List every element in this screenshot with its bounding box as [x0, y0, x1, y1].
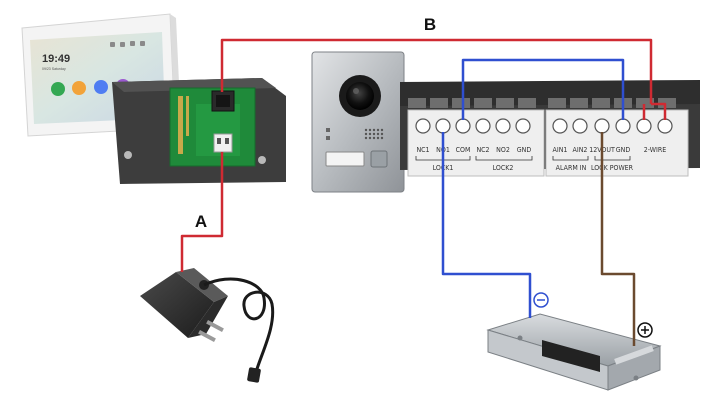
label-nc2: NC2	[476, 146, 489, 154]
label-nc1: NC1	[416, 146, 429, 154]
screw-com	[455, 118, 471, 134]
adapter-plug-pin-1	[198, 330, 216, 342]
call-app-icon	[51, 82, 65, 96]
terminal-screws	[415, 118, 673, 134]
screw-ain1	[552, 118, 568, 134]
wire-blue-loop	[461, 58, 625, 120]
dc-jack	[247, 367, 261, 383]
wire-a	[180, 152, 224, 272]
wire-label-a: A	[195, 212, 207, 231]
electric-strike-lock	[486, 313, 662, 391]
label-ain2: AIN2	[573, 146, 588, 154]
label-gnd1: GND	[517, 146, 532, 154]
monitor-status-icons	[110, 41, 145, 47]
label-alarm-in: ALARM IN	[556, 164, 587, 172]
screw-2wire-a	[636, 118, 652, 134]
screw-12vout	[594, 118, 610, 134]
message-app-icon	[72, 81, 86, 95]
two-wire-connector	[213, 133, 233, 153]
label-no2: NO2	[496, 146, 510, 154]
door-station	[311, 51, 405, 193]
screw-no1	[435, 118, 451, 134]
screw-gnd2	[615, 118, 631, 134]
minus-terminal-icon	[533, 292, 549, 308]
label-ain1: AIN1	[553, 146, 568, 154]
wire-lock-plus	[600, 132, 636, 346]
plus-terminal-icon	[637, 322, 653, 338]
label-gnd2: GND	[616, 146, 631, 154]
wire-b	[220, 38, 653, 104]
monitor-time: 19:49	[42, 53, 70, 65]
monitor-backplate	[112, 78, 286, 184]
power-adapter	[140, 268, 275, 383]
screw-2wire-b	[657, 118, 673, 134]
wires	[180, 38, 667, 346]
call-button-icon	[370, 150, 388, 168]
wire-lock-minus	[441, 132, 532, 318]
screw-nc2	[475, 118, 491, 134]
adapter-plug-pin-2	[206, 320, 224, 332]
label-com: COM	[456, 146, 471, 154]
settings-app-icon	[94, 80, 108, 94]
label-2wire: 2-WIRE	[644, 146, 666, 154]
label-lock-power: LOCK POWER	[591, 164, 634, 172]
adapter-cable	[203, 277, 275, 373]
screw-ain2	[572, 118, 588, 134]
name-plate	[325, 151, 365, 167]
speaker-grille-icon	[364, 128, 384, 140]
wire-label-b: B	[424, 15, 436, 34]
screw-gnd1	[515, 118, 531, 134]
screw-no2	[495, 118, 511, 134]
screw-nc1	[415, 118, 431, 134]
label-lock2: LOCK2	[493, 164, 514, 172]
terminal-block: NC1 NO1 COM NC2 NO2 GND AIN1 AIN2 12VOUT…	[400, 80, 700, 177]
monitor-date: 09/23 Saturday	[42, 67, 66, 71]
